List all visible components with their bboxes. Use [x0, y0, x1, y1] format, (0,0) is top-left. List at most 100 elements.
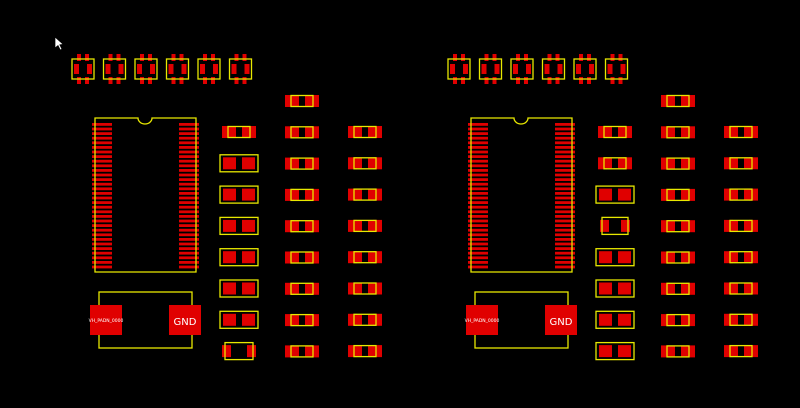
ic-pin — [555, 201, 575, 204]
smd-pad — [669, 127, 675, 138]
ic-pin — [555, 205, 575, 209]
ic-pin — [92, 219, 112, 223]
smd-pad — [618, 282, 631, 295]
resistor-component — [600, 216, 630, 236]
connector-footprint — [90, 291, 201, 349]
ic-pin — [555, 215, 575, 218]
smd-pad — [108, 77, 113, 84]
smd-pad — [373, 219, 382, 232]
component-outline — [603, 157, 627, 170]
ic-pin — [92, 136, 112, 140]
smd-pad — [732, 189, 738, 200]
ic-pin — [92, 210, 112, 214]
smd-pad — [669, 189, 675, 200]
resistor-component — [724, 125, 758, 139]
smd-pad — [285, 220, 294, 233]
component-outline — [729, 251, 753, 264]
ic-pin — [468, 205, 488, 209]
ic-pin — [468, 123, 488, 126]
ic-pin — [179, 127, 199, 131]
component-outline — [729, 125, 753, 139]
smd-pad — [85, 77, 89, 84]
smd-pad — [171, 54, 176, 61]
ic-pin — [468, 187, 488, 191]
smd-pad — [285, 314, 294, 327]
smd-pad — [555, 54, 560, 61]
smd-pad — [213, 64, 218, 74]
smd-pad — [242, 219, 255, 232]
smd-pad — [285, 126, 294, 139]
smd-pad — [310, 345, 319, 358]
resistor-component — [348, 344, 382, 358]
smd-pad — [686, 251, 695, 264]
right-module[interactable] — [447, 54, 758, 361]
ic-pin — [468, 224, 488, 227]
smd-pad — [587, 54, 591, 61]
smd-pad — [356, 127, 362, 137]
smd-pad — [223, 157, 236, 170]
resistor-component — [598, 125, 632, 139]
smd-pad — [150, 64, 155, 74]
smd-pad — [461, 54, 465, 61]
resistor-component — [661, 251, 695, 264]
smd-pad — [618, 251, 631, 264]
resistor-component — [348, 125, 382, 139]
smd-pad — [242, 251, 255, 264]
smd-pad — [579, 54, 583, 61]
component-outline — [219, 310, 259, 329]
component-outline — [510, 58, 534, 80]
smd-pad — [599, 345, 612, 358]
resistor-component — [348, 282, 382, 295]
left-module[interactable] — [71, 54, 382, 361]
smd-pad — [373, 188, 382, 201]
component-outline — [353, 344, 377, 358]
smd-pad — [242, 157, 255, 170]
smd-pad — [661, 251, 670, 264]
ic-pin — [179, 201, 199, 204]
component-outline — [729, 282, 753, 295]
ic-pin — [468, 251, 488, 255]
smd-pad — [203, 54, 207, 61]
ic-pin — [92, 187, 112, 191]
resistor-component — [661, 157, 695, 170]
smd-pad — [618, 188, 631, 201]
component-outline — [290, 313, 314, 327]
ic-pin — [179, 136, 199, 140]
ic-pin — [555, 155, 575, 158]
capacitor-component — [595, 310, 635, 329]
component-outline — [573, 58, 597, 80]
smd-pad — [744, 346, 750, 357]
ic-pin — [555, 238, 575, 241]
smd-pad — [681, 346, 687, 357]
ic-pin — [179, 238, 199, 241]
ic-pin — [555, 146, 575, 149]
smd-pad — [305, 252, 311, 263]
smd-pad — [749, 282, 758, 295]
smd-pad — [116, 54, 121, 61]
ic-pin — [92, 224, 112, 227]
smd-pad — [749, 345, 758, 358]
ic-pin — [179, 261, 199, 264]
smd-pad — [724, 157, 733, 170]
smd-pad — [681, 221, 687, 232]
resistor-component — [285, 251, 319, 264]
smd-pad — [368, 220, 374, 231]
smd-pad — [293, 127, 299, 138]
smd-pad — [373, 126, 382, 138]
component-outline — [353, 219, 377, 233]
resistor-component — [724, 313, 758, 326]
ic-pin — [468, 228, 488, 232]
ic-pin — [179, 215, 199, 218]
component-outline — [165, 58, 190, 80]
smd-pad — [203, 77, 207, 84]
ic-pin — [179, 224, 199, 227]
ic-pin — [555, 261, 575, 264]
smd-pad — [293, 96, 299, 106]
ic-pin — [92, 146, 112, 149]
component-outline — [290, 188, 314, 202]
resistor-component — [348, 188, 382, 201]
ic-pin — [179, 228, 199, 232]
ic-pin — [555, 132, 575, 135]
resistor-component — [285, 345, 319, 358]
